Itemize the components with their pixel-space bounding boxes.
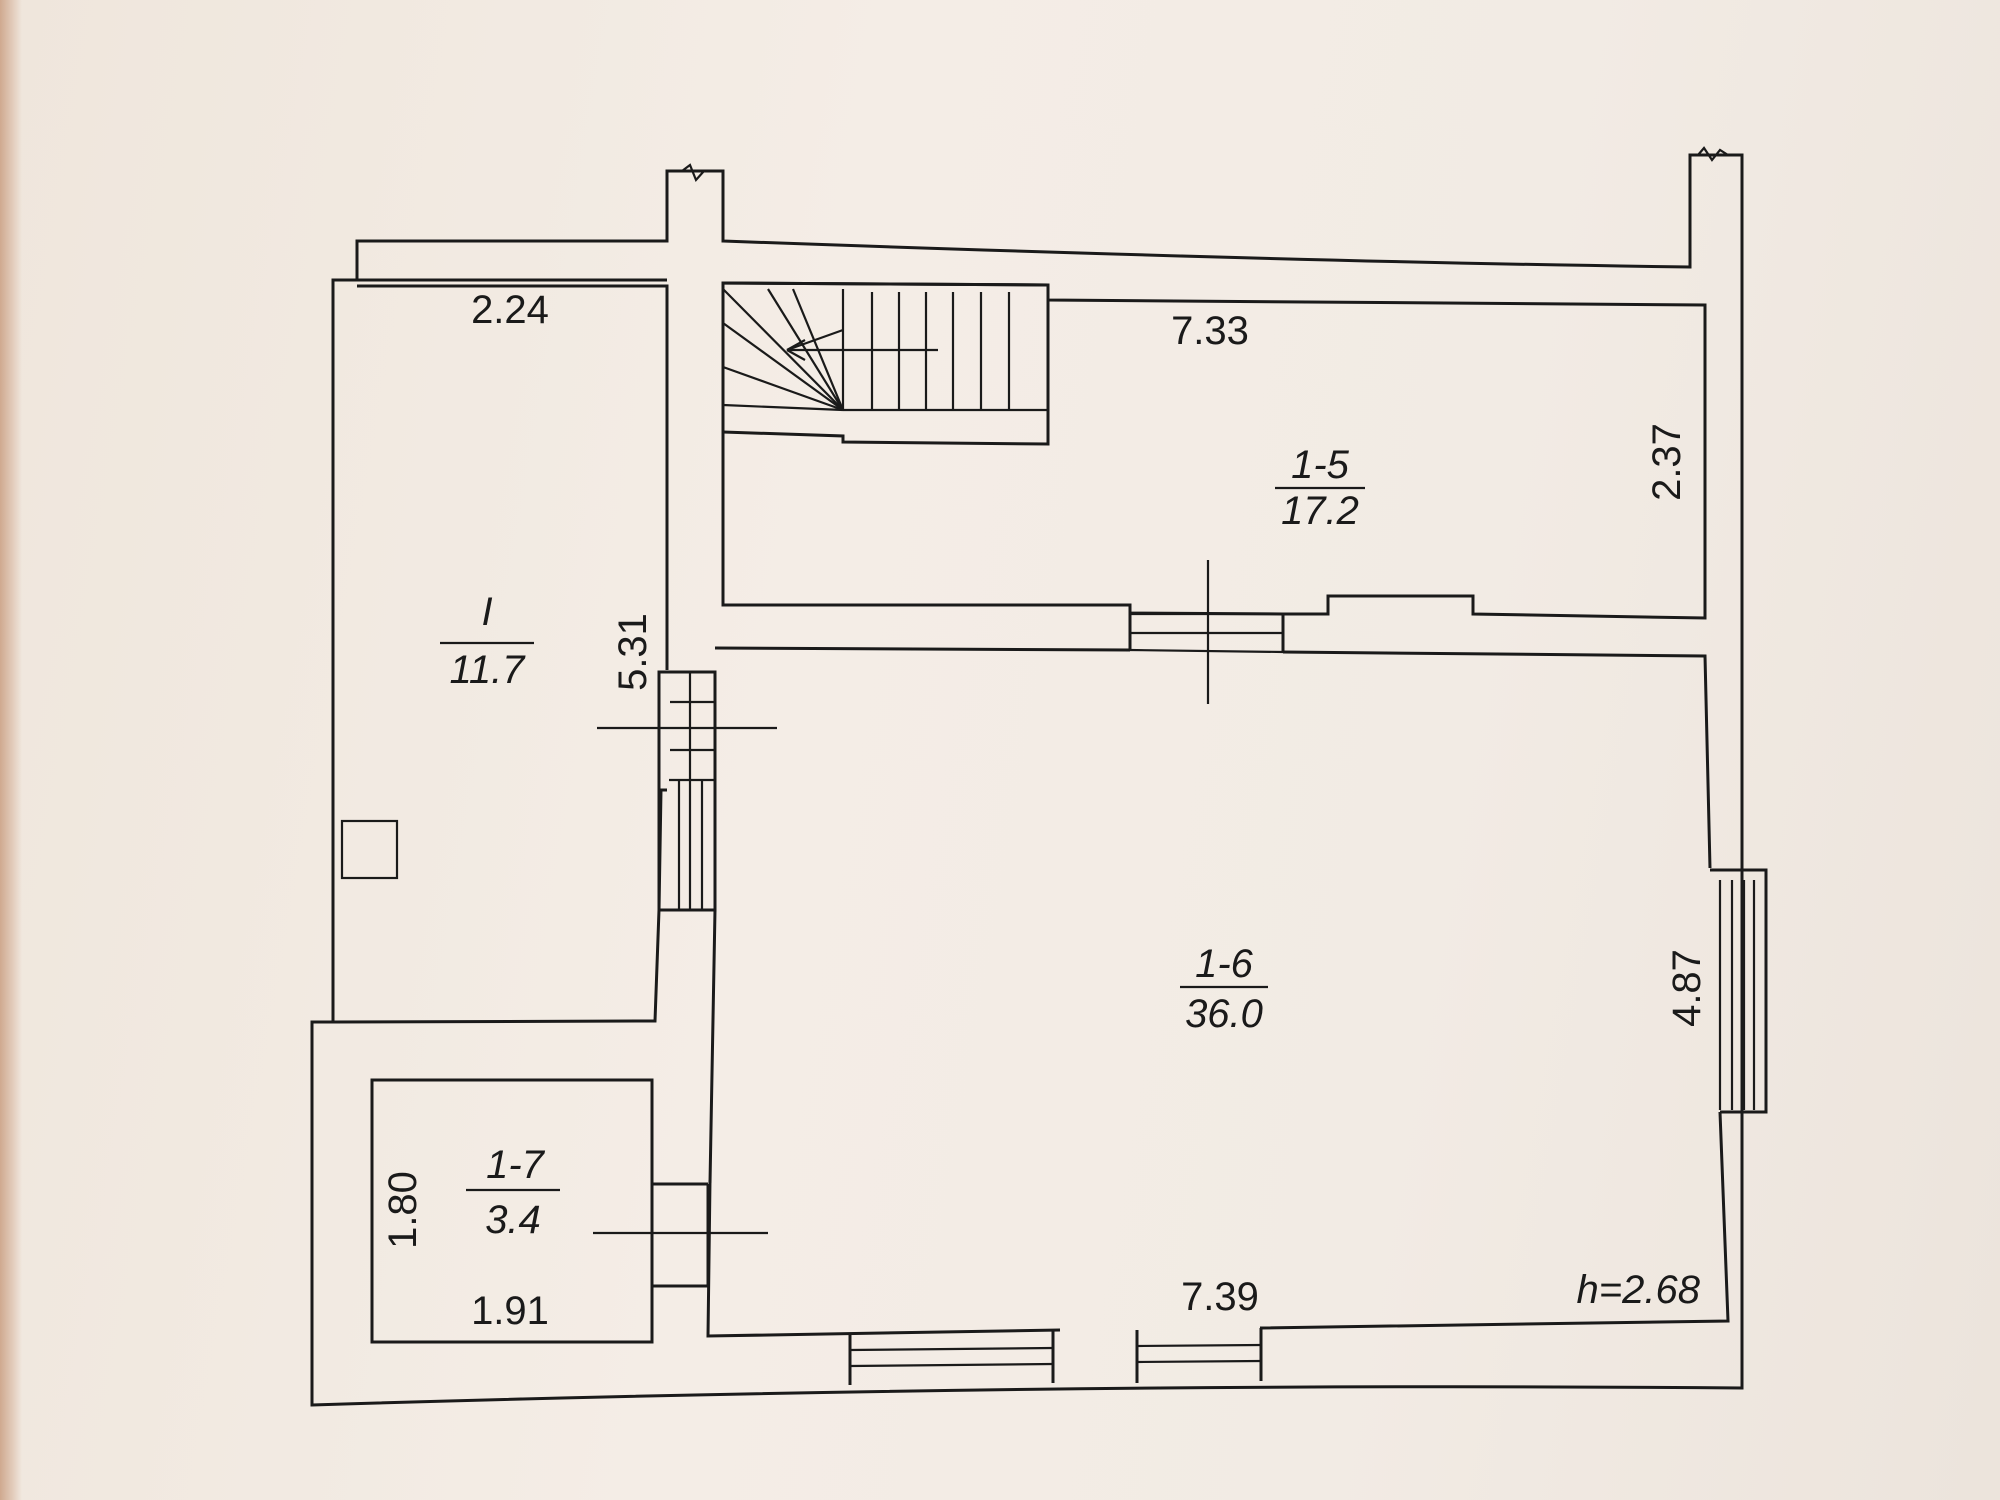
outer-wall: [310, 153, 1744, 1407]
ceiling-height-label: h=2.68: [1577, 1268, 1701, 1312]
room-1-7-label: 1-7 3.4: [466, 1143, 560, 1242]
room-i-fireplace: [340, 819, 399, 880]
room-1-5-outline: [721, 281, 1707, 620]
room-1-7-number: 1-7: [486, 1143, 546, 1187]
window-right: [1710, 868, 1768, 1114]
room-i-area: 11.7: [450, 648, 527, 692]
page-spine: [0, 0, 22, 1500]
dim-room-1-7-height: 1.80: [381, 1171, 425, 1249]
dim-room-i-width: 2.24: [471, 288, 549, 332]
outer-wall-inner-top: [333, 241, 667, 282]
room-1-6-area: 36.0: [1185, 992, 1263, 1036]
room-i-label: I 11.7: [440, 590, 534, 692]
door-i-corridor: [597, 670, 777, 912]
dim-room-1-6-width: 7.39: [1181, 1275, 1259, 1319]
window-bottom-right: [1135, 1328, 1263, 1383]
room-1-5-area: 17.2: [1281, 489, 1359, 533]
dim-room-1-5-depth: 2.37: [1645, 423, 1689, 501]
window-bottom-left: [848, 1330, 1055, 1385]
room-1-6-number: 1-6: [1195, 942, 1254, 986]
chimney-right: [1697, 146, 1729, 162]
room-1-6-label: 1-6 36.0: [1180, 942, 1268, 1036]
room-1-7-outline: [370, 1078, 654, 1344]
dim-room-1-6-depth: 4.87: [1665, 949, 1709, 1027]
room-1-7-area: 3.4: [485, 1198, 541, 1242]
dim-room-1-5-width: 7.33: [1171, 309, 1249, 353]
chimney-left: [681, 163, 709, 183]
staircase: [722, 281, 1050, 446]
door-1-7: [593, 1182, 768, 1288]
room-1-5-label: 1-5 17.2: [1275, 443, 1365, 533]
room-i-number: I: [481, 590, 492, 634]
dim-room-i-length: 5.31: [611, 613, 655, 691]
door-1-5-1-6: [1128, 560, 1285, 704]
room-1-5-number: 1-5: [1291, 443, 1350, 487]
room-1-6-outline: [706, 646, 1730, 1338]
dim-room-1-7-width: 1.91: [471, 1289, 549, 1333]
